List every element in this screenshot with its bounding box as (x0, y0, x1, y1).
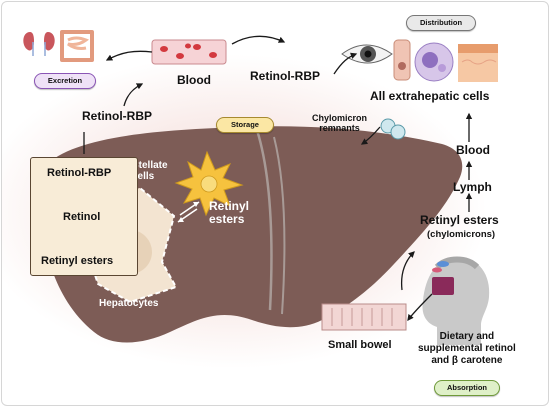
blood-label-top: Blood (177, 73, 211, 87)
skin-icon (458, 44, 498, 82)
box-item-retinyl-esters: Retinyl esters (41, 255, 114, 267)
blood-label-right: Blood (456, 143, 490, 157)
chylomicron-remnants-label: Chylomicron remnants (312, 113, 368, 133)
distribution-pill: Distribution (406, 15, 476, 31)
intestine-icon (60, 30, 94, 62)
box-item-retinol-rbp: Retinol-RBP (47, 167, 112, 179)
box-item-retinol: Retinol (63, 211, 101, 223)
small-bowel-label: Small bowel (328, 339, 392, 351)
blood-vessel-icon (151, 39, 227, 65)
stellate-cell-icon (174, 150, 244, 217)
retinol-rbp-label-top: Retinol-RBP (250, 69, 320, 83)
excretion-pill: Excretion (34, 73, 96, 89)
supplement-icon (432, 261, 454, 295)
hepatocytes-label: Hepatocytes (99, 298, 159, 309)
small-bowel-icon (321, 303, 407, 331)
storage-pill: Storage (216, 117, 274, 133)
lymph-label: Lymph (453, 180, 492, 194)
cell-icon (393, 39, 411, 81)
kidney-icon (23, 32, 55, 56)
dietary-label: Dietary and supplemental retinol and β c… (418, 331, 516, 366)
immune-cell-icon (414, 42, 454, 82)
chylomicron-icon (380, 118, 406, 140)
retinyl-esters-stellate-label: Retinyl esters (209, 199, 250, 227)
stellate-cells-label: Stellate cells (132, 160, 168, 182)
chylomicrons-label: (chylomicrons) (427, 229, 496, 240)
absorption-pill: Absorption (434, 380, 500, 396)
retinol-rbp-label-left: Retinol-RBP (82, 109, 152, 123)
hepatocyte-retinoid-box: Retinol-RBP Retinol Retinyl esters (30, 157, 138, 276)
extrahepatic-cells-label: All extrahepatic cells (370, 89, 490, 103)
eye-icon (341, 44, 393, 64)
retinyl-esters-right-label: Retinyl esters (420, 213, 499, 227)
